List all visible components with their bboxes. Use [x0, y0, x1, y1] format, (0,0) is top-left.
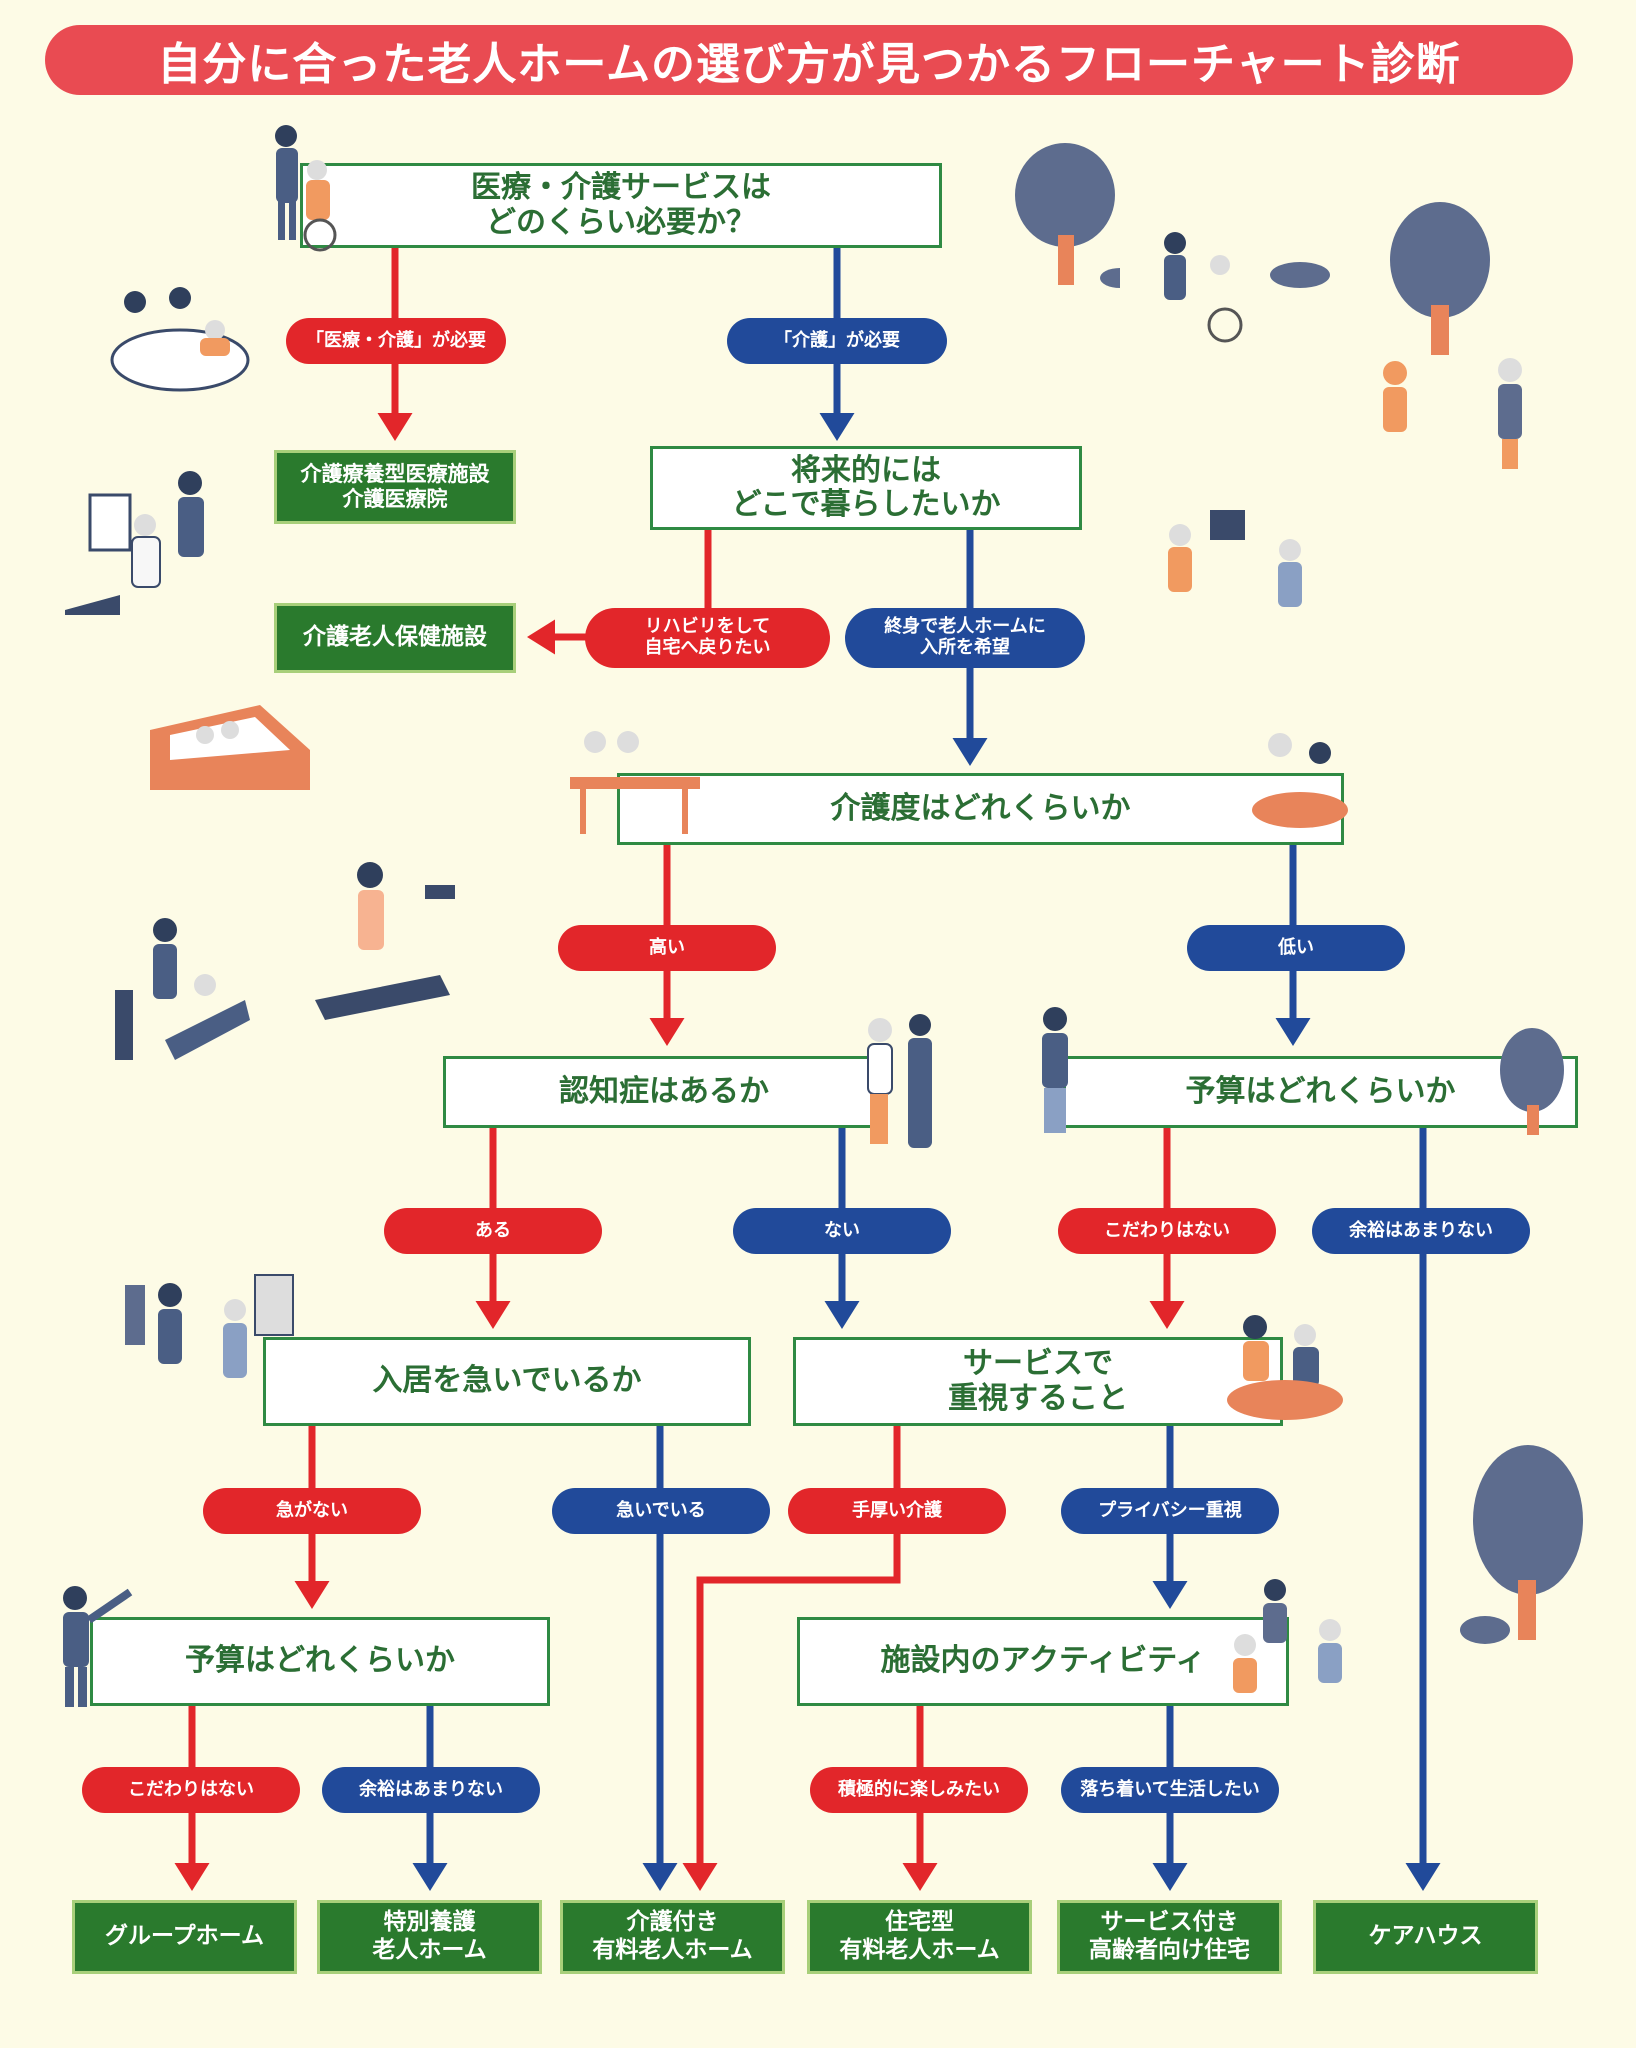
- pointing-staff-illustration: [63, 1586, 133, 1707]
- question-budget-right: 予算はどれくらいか: [1063, 1056, 1578, 1128]
- result-geriatric-health-facility: 介護老人保健施設: [274, 603, 516, 673]
- question-budget-left: 予算はどれくらいか: [90, 1617, 550, 1706]
- branch-intensive-care: 手厚い介護: [788, 1488, 1006, 1534]
- question-future-residence: 将来的には どこで暮らしたいか: [650, 446, 1082, 530]
- result-care-house: ケアハウス: [1313, 1900, 1538, 1974]
- branch-budget-no-preference: こだわりはない: [1058, 1208, 1276, 1254]
- karaoke-recreation-illustration: [1168, 510, 1302, 607]
- question-activities: 施設内のアクティビティ: [797, 1617, 1289, 1706]
- tree-illustration-3: [1500, 1028, 1564, 1135]
- page-title: 自分に合った老人ホームの選び方が見つかるフローチャート診断: [157, 39, 1461, 90]
- result-service-senior-housing: サービス付き 高齢者向け住宅: [1057, 1900, 1282, 1974]
- question-service-priority: サービスで 重視すること: [793, 1337, 1283, 1426]
- question-urgency: 入居を急いでいるか: [263, 1337, 751, 1426]
- branch-urgent: 急いでいる: [552, 1488, 770, 1534]
- branch-calm-life: 落ち着いて生活したい: [1061, 1767, 1279, 1813]
- result-medical-care-facility: 介護療養型医療施設 介護医療院: [274, 450, 516, 524]
- branch-lifelong-residence: 終身で老人ホームに 入所を希望: [845, 608, 1085, 668]
- tree-illustration-4: [1460, 1445, 1583, 1644]
- title-banner: 自分に合った老人ホームの選び方が見つかるフローチャート診断: [45, 25, 1573, 95]
- result-group-home: グループホーム: [72, 1900, 297, 1974]
- result-special-nursing-home: 特別養護 老人ホーム: [317, 1900, 542, 1974]
- branch-budget-limited: 余裕はあまりない: [1312, 1208, 1530, 1254]
- bathing-care-illustration: [110, 287, 250, 392]
- question-dementia: 認知症はあるか: [443, 1056, 885, 1128]
- branch-rehab-return-home: リハビリをして 自宅へ戻りたい: [585, 608, 830, 668]
- rehab-assist-illustration: [65, 471, 204, 615]
- result-residential-paid-home: 住宅型 有料老人ホーム: [807, 1900, 1032, 1974]
- meal-assist-illustration: [1252, 733, 1348, 828]
- consultation-illustration: [1227, 1315, 1343, 1420]
- branch-not-urgent: 急がない: [203, 1488, 421, 1534]
- branch-budget-no-preference-2: こだわりはない: [82, 1767, 300, 1813]
- hot-tub-illustration: [150, 705, 310, 790]
- elderly-couple-walking-illustration: [867, 1014, 932, 1148]
- branch-privacy: プライバシー重視: [1061, 1488, 1279, 1534]
- question-care-level: 介護度はどれくらいか: [617, 773, 1344, 845]
- person-standing-illustration: [1042, 1007, 1068, 1133]
- dental-care-illustration: [115, 918, 250, 1060]
- question-care-needs: 医療・介護サービスは どのくらい必要か？: [300, 163, 942, 248]
- wheelchair-walk-illustration: [1164, 232, 1330, 343]
- caregiver-wheelchair-illustration: [275, 125, 337, 252]
- branch-care-low: 低い: [1187, 925, 1405, 971]
- exercise-group-illustration: [1233, 1579, 1342, 1693]
- branch-active-fun: 積極的に楽しみたい: [810, 1767, 1028, 1813]
- dining-elderly-illustration: [570, 731, 700, 834]
- branch-budget-limited-2: 余裕はあまりない: [322, 1767, 540, 1813]
- elderly-with-cane-illustration: [125, 1274, 294, 1378]
- branch-care-high: 高い: [558, 925, 776, 971]
- branch-medical-and-care: 「医療・介護」が必要: [286, 318, 506, 364]
- branch-dementia-no: ない: [733, 1208, 951, 1254]
- result-care-paid-home: 介護付き 有料老人ホーム: [560, 1900, 785, 1974]
- tree-illustration-2: [1390, 202, 1490, 355]
- tree-illustration-1: [1015, 143, 1120, 288]
- treadmill-illustration: [315, 862, 455, 1020]
- garden-elderly-illustration: [1383, 358, 1522, 469]
- branch-care-only: 「介護」が必要: [727, 318, 947, 364]
- branch-dementia-yes: ある: [384, 1208, 602, 1254]
